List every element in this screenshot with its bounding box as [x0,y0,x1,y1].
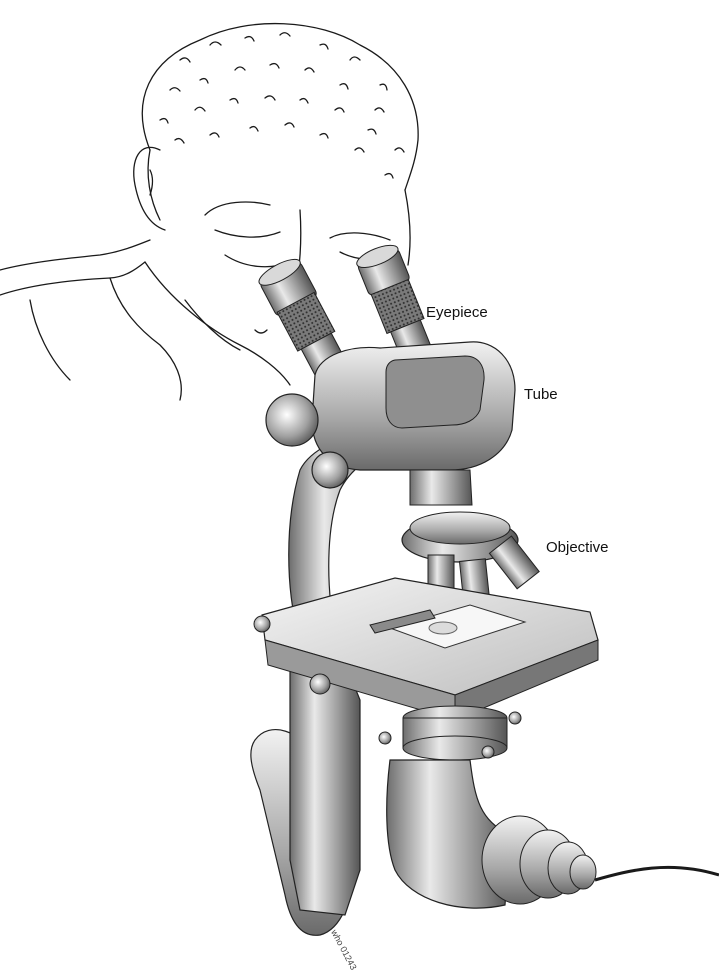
condenser [379,706,521,760]
tube-label: Tube [524,386,558,403]
eyepiece-label: Eyepiece [426,304,488,321]
microscope-base [251,650,360,935]
power-cord [595,867,719,880]
coarse-focus-knob [266,394,318,446]
fine-focus-knob [312,452,348,488]
objective-label: Objective [546,539,609,556]
person-sketch [0,24,418,400]
illuminator-lamp [387,760,596,908]
